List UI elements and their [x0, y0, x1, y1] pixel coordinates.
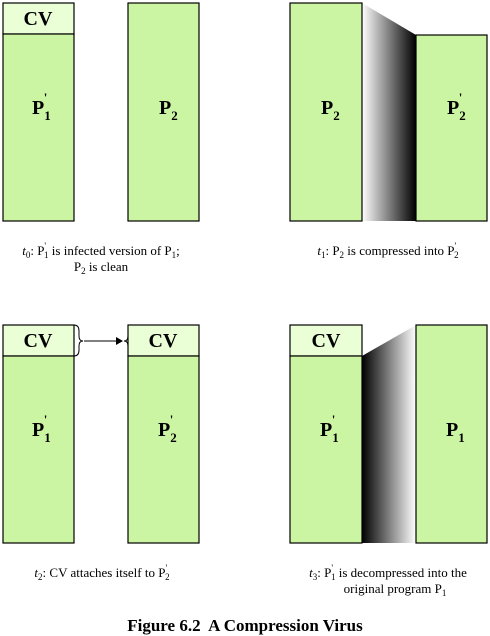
caption-t3-line2: original program P1 — [344, 581, 447, 598]
p2-label: P2 — [321, 97, 340, 123]
p2-label: P2 — [159, 97, 178, 123]
program-block-p2 — [289, 2, 363, 222]
program-block-p2-prime — [127, 355, 200, 544]
brace-right-icon — [73, 324, 84, 357]
caption-t0-line2: P2 is clean — [74, 259, 129, 276]
arrow-head-icon — [116, 337, 123, 345]
cv-label: CV — [24, 8, 53, 30]
caption-t0-line1: t0: P'1 is infected version of P1; — [22, 241, 180, 260]
panel-t1: P2 P2' t1: P2 is compressed into P'2 — [289, 2, 488, 260]
caption-t2-line1: t2: CV attaches itself to P'2 — [34, 563, 169, 582]
cv-block-left — [2, 324, 75, 357]
cv-block-right — [127, 324, 200, 357]
p1-label: P1 — [446, 419, 465, 445]
program-block-p2-prime — [415, 34, 488, 222]
panel-t2: CV P1' CV P2' t2: CV attaches itself to … — [2, 324, 200, 582]
caption-t3-line1: t3: P'1 is decompressed into the — [309, 563, 467, 582]
cv-label-left: CV — [24, 330, 53, 352]
p2-prime-label: P2' — [447, 90, 466, 123]
program-block-p1-prime — [289, 355, 363, 544]
p1-prime-label: P1' — [320, 412, 339, 445]
cv-label-right: CV — [149, 330, 178, 352]
cv-block — [2, 2, 75, 35]
decompression-gradient — [362, 325, 416, 543]
program-block-p2 — [127, 2, 200, 222]
figure-caption: Figure 6.2 A Compression Virus — [127, 616, 363, 635]
compression-gradient — [362, 3, 416, 221]
p2-prime-label: P2' — [158, 412, 177, 445]
p1-prime-label: P1' — [32, 90, 51, 123]
caption-t1-line1: t1: P2 is compressed into P'2 — [317, 241, 458, 260]
program-block-p1 — [415, 324, 488, 544]
program-block-p1-prime — [2, 355, 75, 544]
panel-t0: CV P1' P2 t0: P'1 is infected version of… — [2, 2, 200, 276]
cv-block — [289, 324, 363, 357]
panel-t3: CV P1' P1 t3: P'1 is decompressed into t… — [289, 324, 488, 598]
program-block-p1-prime — [2, 33, 75, 222]
cv-label: CV — [312, 330, 341, 352]
p1-prime-label: P1' — [32, 412, 51, 445]
